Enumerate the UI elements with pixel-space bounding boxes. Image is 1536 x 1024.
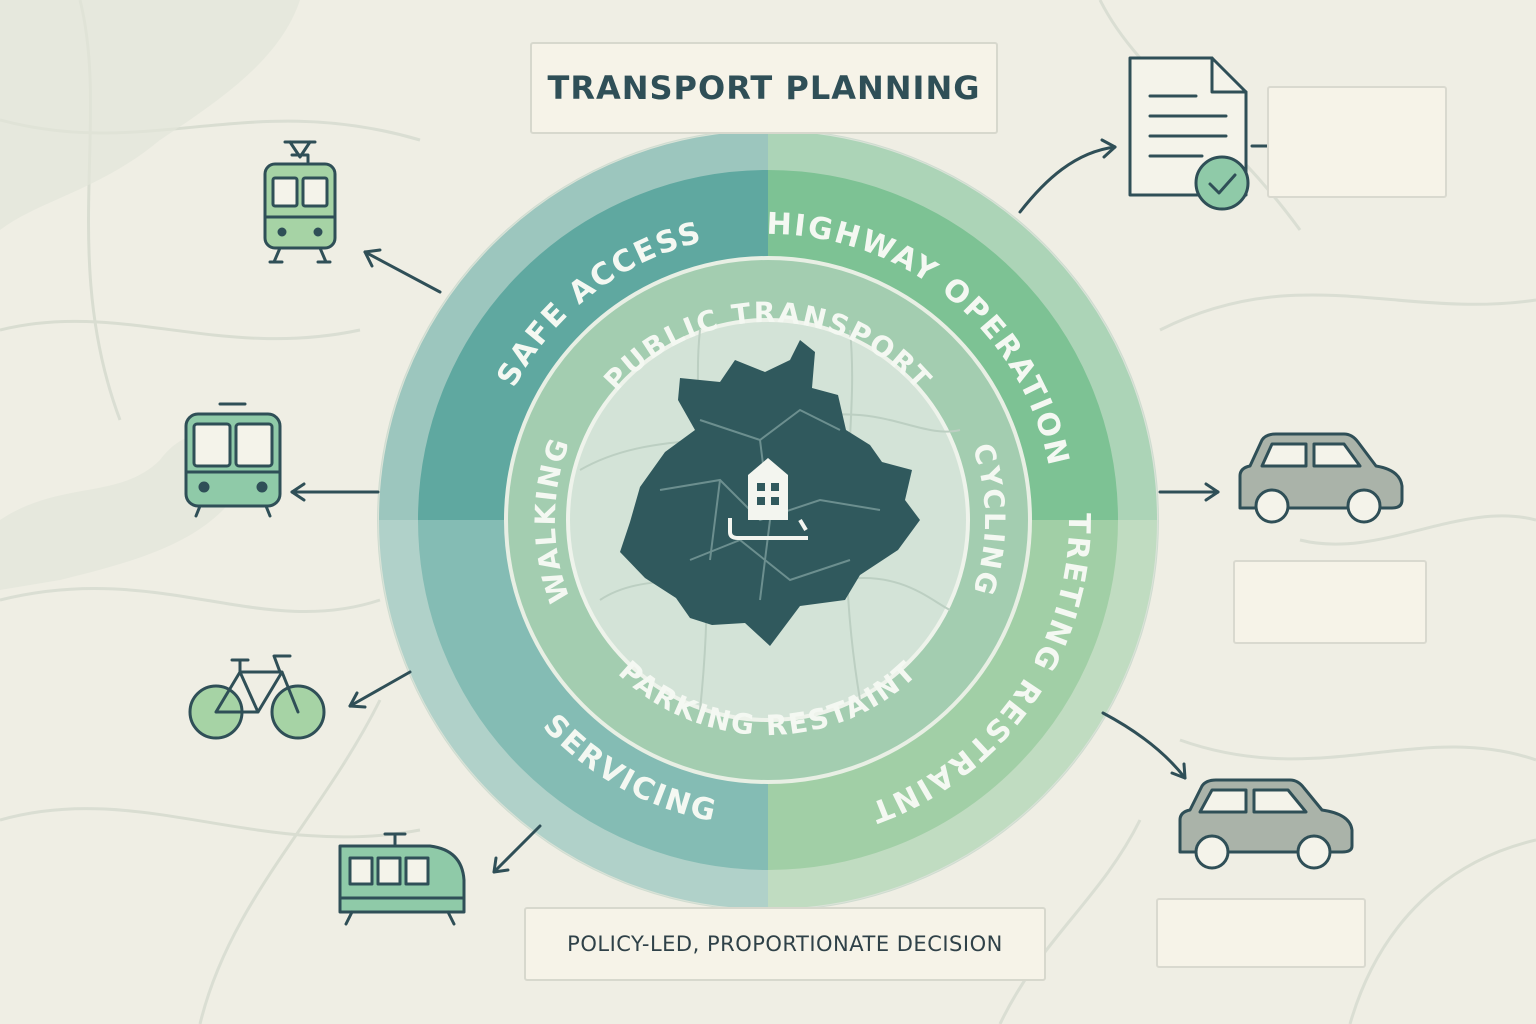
document-check-icon [1128, 56, 1250, 211]
empty-label-box [1233, 560, 1427, 644]
bicycle-icon [188, 654, 326, 740]
train-icon [338, 832, 466, 926]
arrow-to-car-2 [1101, 711, 1187, 780]
diagram-title: TRANSPORT PLANNING [530, 42, 998, 134]
empty-label-box [1267, 86, 1447, 198]
footer-caption: POLICY-LED, PROPORTIONATE DECISION [524, 907, 1046, 981]
house-icon [728, 458, 808, 540]
car-icon [1238, 432, 1404, 524]
empty-label-box [1156, 898, 1366, 968]
car-icon [1178, 778, 1354, 870]
arrow-to-train [492, 824, 542, 874]
arrow-to-bicycle [348, 670, 412, 708]
arrow-to-tram [363, 250, 442, 294]
tram-icon [263, 140, 337, 264]
arrow-to-document [1018, 145, 1117, 214]
bus-icon [184, 402, 282, 518]
